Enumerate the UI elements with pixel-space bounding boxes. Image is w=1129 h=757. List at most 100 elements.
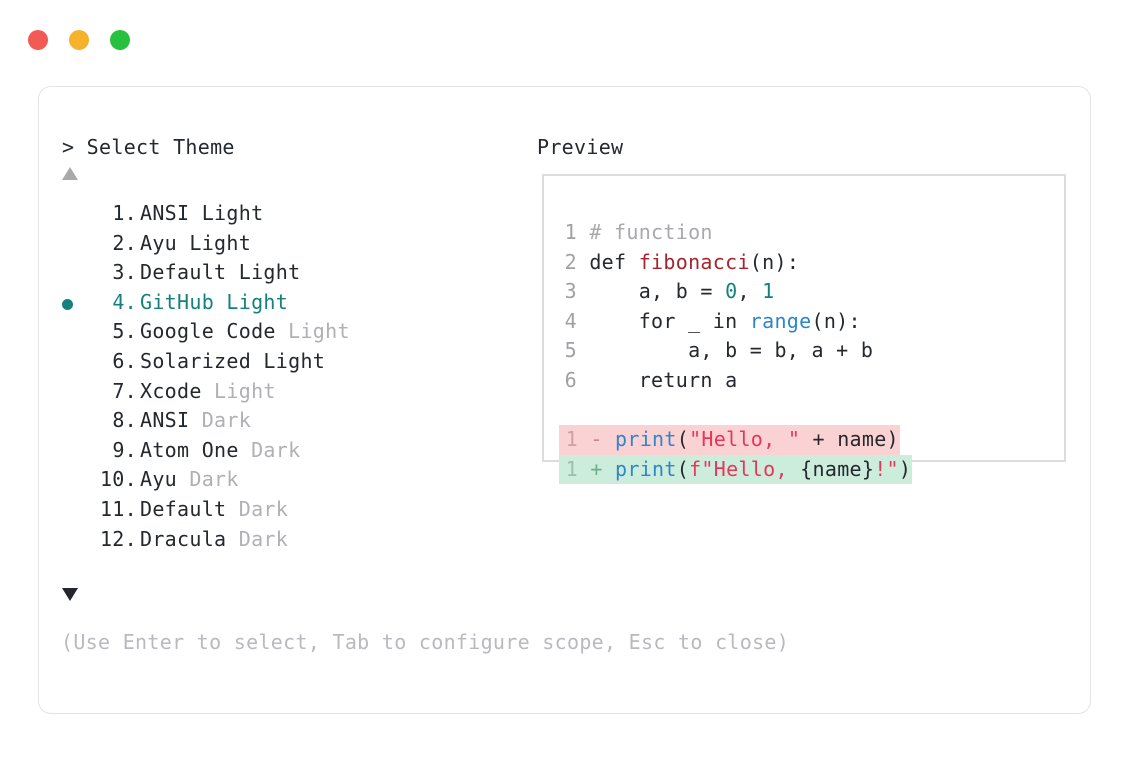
- theme-item-number: 7.: [112, 378, 137, 403]
- theme-item-name: Default: [140, 496, 227, 521]
- code-token: ): [898, 456, 912, 481]
- theme-list-item[interactable]: 1.ANSI Light: [39, 199, 509, 229]
- code-token: print: [615, 427, 677, 452]
- theme-item-number: 1.: [112, 201, 137, 225]
- code-line: 2 def fibonacci(n):: [559, 248, 1062, 278]
- theme-item-number: 10.: [99, 467, 137, 492]
- maximize-window-button[interactable]: [110, 30, 130, 50]
- code-token: !": [874, 456, 899, 481]
- theme-list-item[interactable]: 10.Ayu Dark: [39, 465, 509, 495]
- code-token: a, b =: [577, 279, 726, 304]
- theme-item-label: Xcode Light: [140, 377, 276, 407]
- line-number: 2: [564, 249, 577, 274]
- minimize-window-button[interactable]: [69, 30, 89, 50]
- theme-item-number: 2.: [112, 230, 137, 255]
- code-token: (: [676, 427, 690, 452]
- theme-item-number: 12.: [99, 526, 137, 551]
- theme-item-name: Default: [140, 260, 227, 285]
- code-line: 6 return a: [559, 366, 1062, 396]
- theme-item-label: Solarized Light: [140, 347, 325, 377]
- theme-item-variant: Light: [251, 348, 326, 373]
- code-line: 3 a, b = 0, 1: [559, 277, 1062, 307]
- theme-item-name: Solarized: [140, 348, 252, 373]
- theme-item-number: 3.: [112, 260, 137, 285]
- code-token: def: [577, 249, 639, 274]
- theme-item-variant: Dark: [238, 437, 301, 462]
- theme-item-name: ANSI: [140, 201, 190, 225]
- line-number: 3: [564, 279, 577, 304]
- theme-list-item[interactable]: 5.Google Code Light: [39, 317, 509, 347]
- theme-item-variant: Dark: [189, 408, 252, 433]
- code-token: # function: [577, 220, 713, 244]
- diff-sign: -: [578, 427, 603, 452]
- theme-item-label: GitHub Light: [140, 288, 288, 318]
- selected-bullet-icon: [62, 298, 73, 310]
- theme-item-number: 8.: [112, 408, 137, 433]
- theme-item-variant: Light: [275, 319, 350, 344]
- theme-item-name: Google Code: [140, 319, 276, 344]
- theme-list-item[interactable]: 2.Ayu Light: [39, 229, 509, 259]
- window-controls: [28, 30, 130, 50]
- theme-list-item[interactable]: 12.Dracula Dark: [39, 525, 509, 555]
- diff-line-del: 1 - print("Hello, " + name): [559, 425, 1062, 455]
- close-window-button[interactable]: [28, 30, 48, 50]
- theme-item-name: Dracula: [140, 526, 227, 551]
- line-number: 1: [564, 220, 577, 244]
- line-number: 1: [565, 427, 578, 452]
- theme-item-number: 5.: [112, 319, 137, 344]
- scroll-down-arrow-icon[interactable]: [62, 588, 78, 601]
- code-token: (n):: [749, 249, 800, 274]
- code-token: print: [615, 456, 677, 481]
- theme-list-item[interactable]: 9.Atom One Dark: [39, 436, 509, 466]
- theme-item-variant: Dark: [226, 526, 289, 551]
- theme-list-item[interactable]: 3.Default Light: [39, 258, 509, 288]
- theme-item-variant: Dark: [177, 467, 239, 492]
- theme-item-name: Atom One: [140, 437, 239, 462]
- theme-item-label: ANSI Dark: [140, 406, 251, 436]
- theme-item-name: ANSI: [140, 408, 190, 433]
- diff-highlight: 1 + print(f"Hello, {name}!"): [559, 454, 913, 485]
- code-token: a, b = b, a + b: [577, 338, 874, 363]
- theme-list-item[interactable]: 7.Xcode Light: [39, 377, 509, 407]
- code-token: "Hello, ": [689, 427, 801, 452]
- theme-item-variant: Light: [189, 201, 264, 225]
- theme-item-variant: Dark: [226, 496, 289, 521]
- theme-list-item[interactable]: 8.ANSI Dark: [39, 406, 509, 436]
- diff-highlight: 1 - print("Hello, " + name): [559, 425, 900, 455]
- theme-item-label: Ayu Light: [140, 229, 251, 259]
- line-number: 1: [565, 456, 578, 481]
- code-token: range: [749, 308, 812, 333]
- theme-item-variant: Light: [201, 378, 276, 403]
- theme-item-variant: Light: [177, 230, 252, 255]
- theme-item-number: 6.: [112, 348, 137, 373]
- code-token: (: [676, 456, 690, 481]
- code-token: ,: [737, 279, 763, 304]
- theme-item-number: 11.: [99, 496, 137, 521]
- code-token: 1: [762, 279, 775, 304]
- code-token: [603, 427, 615, 451]
- diff-sign: +: [578, 456, 603, 481]
- theme-list-item[interactable]: 11.Default Dark: [39, 495, 509, 525]
- theme-item-variant: Light: [226, 260, 301, 285]
- theme-item-label: Default Light: [140, 258, 300, 288]
- scroll-up-arrow-icon[interactable]: [62, 167, 78, 180]
- prompt-title: > Select Theme: [62, 135, 235, 159]
- code-token: for _ in: [577, 308, 750, 333]
- theme-item-name: Xcode: [140, 378, 202, 403]
- theme-list-item[interactable]: 6.Solarized Light: [39, 347, 509, 377]
- theme-item-label: Dracula Dark: [140, 525, 288, 555]
- diff-line-add: 1 + print(f"Hello, {name}!"): [559, 454, 1062, 485]
- code-line: 5 a, b = b, a + b: [559, 336, 1062, 366]
- theme-item-label: Ayu Dark: [140, 465, 239, 495]
- code-token: [603, 457, 615, 481]
- code-token: return a: [577, 367, 738, 392]
- code-token: fibonacci: [638, 249, 750, 274]
- theme-list-item[interactable]: 4.GitHub Light: [39, 288, 509, 318]
- code-token: {name}: [800, 456, 875, 481]
- theme-item-label: Google Code Light: [140, 317, 350, 347]
- theme-item-number: 4.: [112, 289, 137, 314]
- theme-item-name: Ayu: [140, 230, 178, 255]
